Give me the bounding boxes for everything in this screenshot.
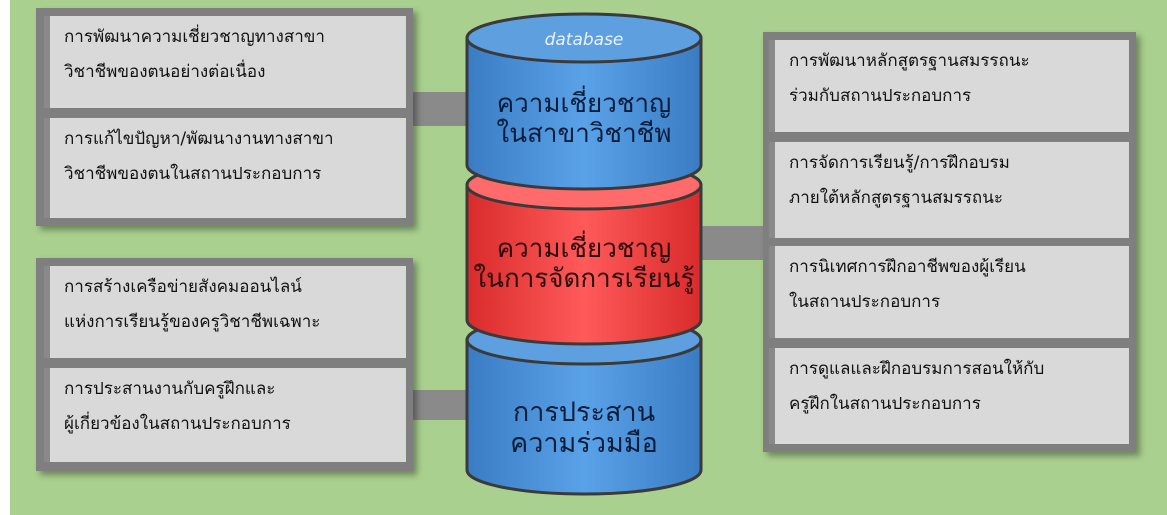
left-bottom-card-1: การสร้างเครือข่ายสังคมออนไลน์ แห่งการเรี…	[44, 266, 406, 358]
connector-left-bottom	[405, 390, 475, 420]
left-top-card-1: การพัฒนาความเชี่ยวชาญทางสาขา วิชาชีพของต…	[44, 16, 406, 108]
right-card-3: การนิเทศการฝึกอาชีพของผู้เรียน ในสถานประ…	[769, 246, 1129, 338]
left-top-group: การพัฒนาความเชี่ยวชาญทางสาขา วิชาชีพของต…	[36, 8, 413, 226]
connector-right	[700, 226, 770, 260]
right-card-4: การดูแลและฝึกอบรมการสอนให้กับ ครูฝึกในสถ…	[769, 348, 1129, 444]
database-label: database	[545, 30, 624, 50]
left-bottom-card-2: การประสานงานกับครูฝึกและ ผู้เกี่ยวข้องใน…	[44, 368, 406, 462]
bottom-cylinder-line2: ความร่วมมือ	[510, 428, 658, 459]
top-cylinder-line1: ความเชี่ยวชาญ	[497, 85, 672, 119]
right-group: การพัฒนาหลักสูตรฐานสมรรถนะ ร่วมกับสถานปร…	[763, 32, 1136, 452]
left-bottom-group: การสร้างเครือข่ายสังคมออนไลน์ แห่งการเรี…	[36, 258, 413, 471]
bottom-cylinder-line1: การประสาน	[513, 397, 655, 428]
connector-left-top	[405, 92, 475, 126]
middle-cylinder-line1: ความเชี่ยวชาญ	[497, 230, 672, 264]
cylinder-top	[465, 12, 703, 191]
middle-cylinder-line2: ในการจัดการเรียนรู้	[473, 264, 694, 294]
right-card-2: การจัดการเรียนรู้/การฝึกอบรม ภายใต้หลักส…	[769, 142, 1129, 238]
top-cylinder-line2: ในสาขาวิชาชีพ	[497, 119, 672, 149]
left-top-card-2: การแก้ไขปัญหา/พัฒนางานทางสาขา วิชาชีพของ…	[44, 118, 406, 218]
right-card-1: การพัฒนาหลักสูตรฐานสมรรถนะ ร่วมกับสถานปร…	[769, 40, 1129, 132]
